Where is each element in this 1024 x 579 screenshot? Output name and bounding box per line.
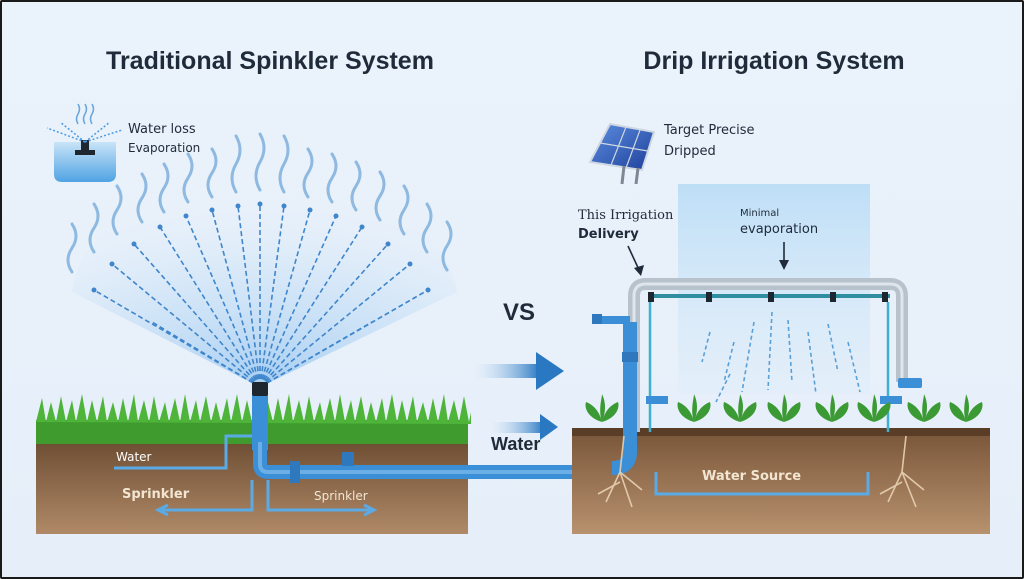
spray-arrows [93, 204, 429, 388]
drip-arrows [701, 311, 861, 403]
sprinkler-head [252, 382, 268, 396]
soil-sprinkler-left-label: Sprinkler [122, 487, 190, 502]
drip-return-pipe [654, 472, 870, 496]
water-source-label: Water Source [702, 469, 801, 484]
flow-arrow-lower [490, 414, 558, 440]
soil-water-label: Water [116, 450, 152, 464]
center-water-label: Water [491, 434, 540, 454]
right-soil [572, 432, 990, 534]
solar-label-1: Target Precise [663, 123, 755, 138]
pipe-label-2: Delivery [578, 227, 639, 242]
sprinkler-riser [252, 390, 268, 450]
pipe-label-1: This Irrigation [578, 208, 674, 223]
plant-roots [597, 435, 925, 508]
solar-panel-icon [588, 122, 656, 185]
plants [585, 394, 983, 422]
evaporation-right-label: evaporation [740, 222, 818, 237]
vs-label: VS [503, 299, 535, 326]
minimal-pointer-head [779, 260, 789, 270]
spray-arrowheads [91, 201, 431, 293]
pipe-pointer-head [634, 265, 644, 276]
minimal-label: Minimal [740, 208, 779, 219]
solar-label-2: Dripped [664, 144, 716, 159]
drip-line [648, 292, 890, 302]
flow-arrow-upper [474, 352, 564, 390]
right-soil-top [572, 428, 990, 436]
evaporation-label: Evaporation [128, 141, 200, 155]
evaporation-wisps [66, 132, 453, 274]
drip-frame-pipe [628, 278, 908, 432]
water-loss-label: Water loss [128, 122, 196, 137]
spray-fan [72, 177, 457, 387]
water-loss-icon [46, 103, 123, 182]
left-title: Traditional Spinkler System [106, 47, 434, 75]
right-title: Drip Irrigation System [643, 47, 904, 75]
soil-sprinkler-right-label: Sprinkler [314, 489, 368, 503]
